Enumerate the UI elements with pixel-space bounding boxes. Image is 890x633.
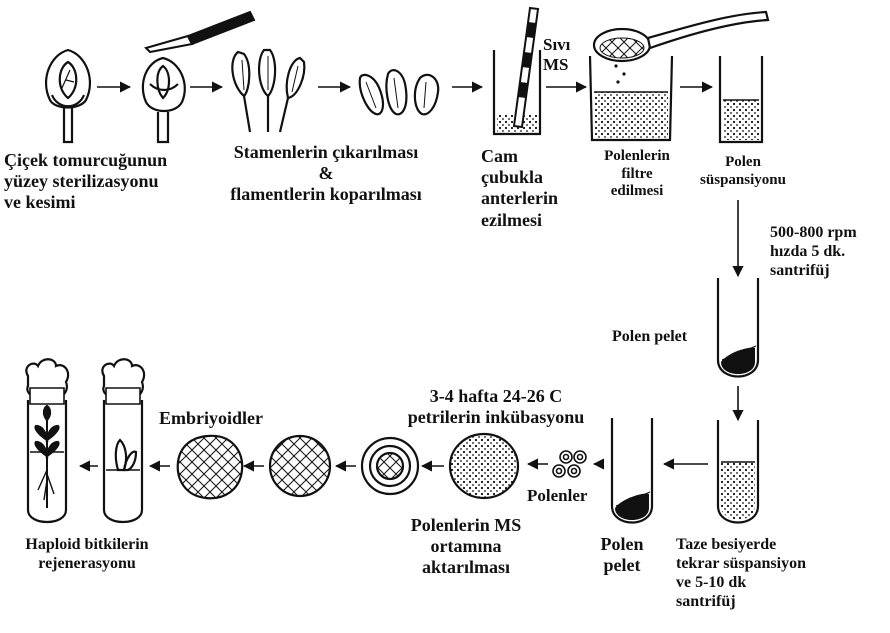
haploid-plant-tube-icon — [26, 359, 68, 522]
embryoid-small-icon — [270, 436, 330, 496]
label-transfer-to-ms: Polenlerin MS ortamına aktarılması — [386, 515, 546, 579]
glass-rod-icon — [514, 8, 538, 127]
label-pollen-pellet-2: Polen pelet — [594, 534, 650, 576]
pellet-tube-icon-2 — [612, 418, 652, 523]
sieve-spoon-icon — [594, 12, 768, 84]
cut-bud-icon — [143, 58, 185, 142]
pollen-culture-icon — [450, 434, 518, 498]
stamens-icon — [232, 50, 304, 132]
filter-beaker-icon — [590, 56, 672, 140]
flower-bud-icon — [46, 50, 90, 142]
pollen-grains-icon — [553, 451, 586, 477]
dividing-pollen-icon — [362, 438, 418, 494]
label-stamen-removal: Stamenlerin çıkarılması & flamentlerin k… — [212, 142, 440, 206]
label-liquid-ms: Sıvı MS — [543, 35, 570, 75]
resuspension-tube-icon — [718, 420, 758, 523]
pellet-tube-icon — [718, 278, 758, 377]
label-pollens: Polenler — [527, 486, 587, 506]
anthers-icon — [360, 70, 438, 114]
label-haploid-regeneration: Haploid bitkilerin rejenerasyonu — [8, 536, 166, 574]
suspension-tube-icon — [720, 56, 762, 142]
label-anther-crushing: Cam çubukla anterlerin ezilmesi — [481, 146, 558, 231]
plantlet-tube-icon — [102, 359, 144, 522]
label-embryoids: Embriyoidler — [159, 408, 263, 429]
label-bud-sterilization: Çiçek tomurcuğunun yüzey sterilizasyonu … — [4, 150, 167, 214]
label-centrifuge: 500-800 rpm hızda 5 dk. santrifüj — [770, 224, 857, 281]
embryoid-large-icon — [178, 436, 242, 498]
label-resuspension: Taze besiyerde tekrar süspansiyon ve 5-1… — [676, 536, 806, 612]
scalpel-icon — [146, 12, 254, 52]
label-pollen-pellet: Polen pelet — [612, 328, 687, 347]
label-pollen-suspension: Polen süspansiyonu — [693, 154, 793, 189]
label-pollen-filtering: Polenlerin filtre edilmesi — [592, 148, 682, 201]
label-incubation: 3-4 hafta 24-26 C petrilerin inkübasyonu — [382, 386, 610, 428]
